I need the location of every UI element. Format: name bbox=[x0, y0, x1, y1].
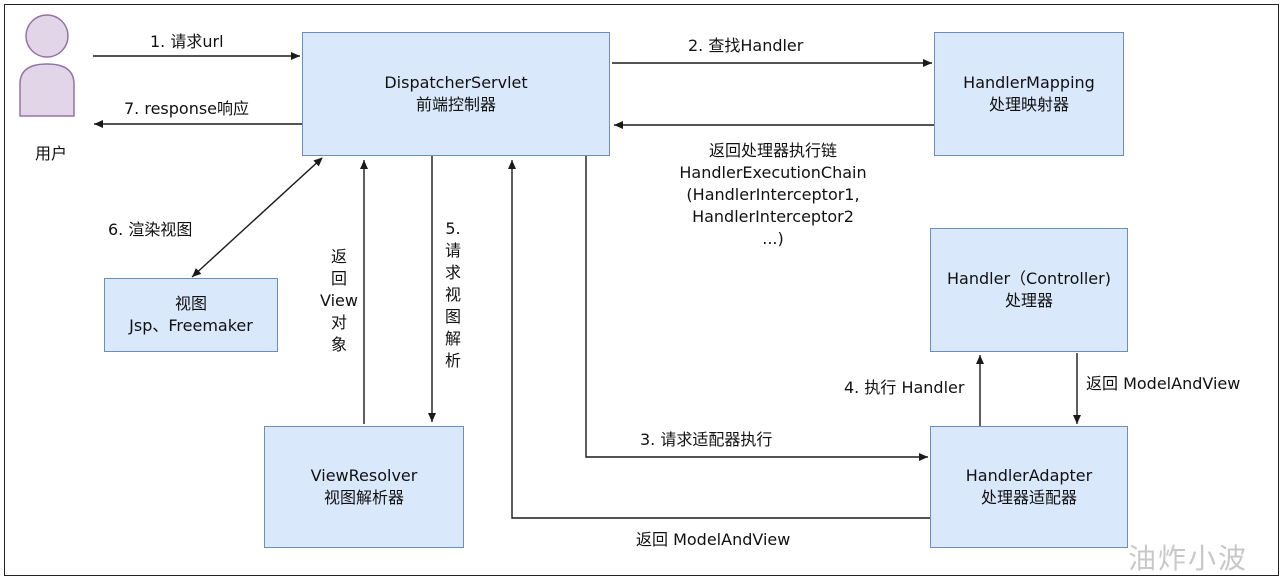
handler-mapping-subtitle: 处理映射器 bbox=[988, 95, 1069, 114]
label-return-chain: 返回处理器执行链 HandlerExecutionChain (HandlerI… bbox=[668, 140, 878, 250]
return-chain-line-5: ...) bbox=[762, 229, 784, 248]
label-step5: 5. 请 求 视 图 解 析 bbox=[438, 218, 468, 372]
arrow-render-view bbox=[191, 157, 323, 278]
user-icon bbox=[19, 14, 75, 117]
step5-char-3: 求 bbox=[444, 263, 461, 282]
label-step3: 3. 请求适配器执行 bbox=[640, 430, 773, 449]
handler-adapter-subtitle: 处理器适配器 bbox=[980, 488, 1077, 507]
return-chain-line-4: HandlerInterceptor2 bbox=[692, 207, 854, 226]
dispatcher-servlet-subtitle: 前端控制器 bbox=[415, 95, 496, 114]
return-chain-line-1: 返回处理器执行链 bbox=[708, 141, 837, 160]
view-resolver-box[interactable]: ViewResolver 视图解析器 bbox=[264, 426, 464, 548]
dispatcher-servlet-title: DispatcherServlet bbox=[384, 73, 528, 92]
label-step7: 7. response响应 bbox=[124, 99, 250, 118]
step5-char-4: 视 bbox=[444, 285, 461, 304]
return-chain-line-2: HandlerExecutionChain bbox=[679, 163, 867, 182]
label-return-modelandview-right: 返回 ModelAndView bbox=[1086, 374, 1241, 393]
return-view-char-1: 返 bbox=[330, 247, 347, 266]
return-view-char-5: 象 bbox=[330, 335, 347, 354]
return-view-char-2: 回 bbox=[330, 269, 347, 288]
view-resolver-subtitle: 视图解析器 bbox=[323, 488, 404, 507]
step5-char-1: 5. bbox=[445, 219, 461, 238]
watermark: 油炸小波 bbox=[1128, 542, 1249, 575]
view-subtitle: Jsp、Freemaker bbox=[129, 316, 253, 335]
view-resolver-title: ViewResolver bbox=[310, 466, 418, 485]
handler-mapping-title: HandlerMapping bbox=[963, 73, 1095, 92]
label-return-modelandview-bottom: 返回 ModelAndView bbox=[636, 530, 791, 549]
user-label: 用户 bbox=[35, 144, 68, 163]
view-box[interactable]: 视图 Jsp、Freemaker bbox=[104, 278, 278, 352]
handler-subtitle: 处理器 bbox=[1004, 291, 1053, 310]
diagram-frame bbox=[4, 4, 1279, 576]
return-chain-line-3: (HandlerInterceptor1, bbox=[686, 185, 860, 204]
step5-char-6: 解 bbox=[444, 329, 461, 348]
label-step6: 6. 渲染视图 bbox=[108, 220, 193, 239]
handler-mapping-box[interactable]: HandlerMapping 处理映射器 bbox=[934, 32, 1124, 156]
dispatcher-servlet-box[interactable]: DispatcherServlet 前端控制器 bbox=[302, 32, 610, 156]
arrow-return-modelandview-bottom bbox=[508, 160, 930, 519]
handler-box[interactable]: Handler（Controller) 处理器 bbox=[930, 228, 1128, 352]
return-view-char-4: 对 bbox=[330, 313, 347, 332]
step5-char-2: 请 bbox=[444, 241, 461, 260]
label-step4: 4. 执行 Handler bbox=[844, 378, 965, 397]
arrow-request-adapter bbox=[585, 156, 928, 461]
return-view-char-3: View bbox=[320, 291, 358, 310]
view-title: 视图 bbox=[174, 294, 207, 313]
label-return-view-object: 返 回 View 对 象 bbox=[318, 246, 360, 356]
label-step2: 2. 查找Handler bbox=[688, 36, 804, 55]
step5-char-7: 析 bbox=[444, 351, 461, 370]
handler-adapter-title: HandlerAdapter bbox=[965, 466, 1093, 485]
handler-title: Handler（Controller) bbox=[947, 269, 1111, 288]
step5-char-5: 图 bbox=[444, 307, 461, 326]
handler-adapter-box[interactable]: HandlerAdapter 处理器适配器 bbox=[930, 426, 1128, 548]
label-step1: 1. 请求url bbox=[150, 32, 224, 51]
